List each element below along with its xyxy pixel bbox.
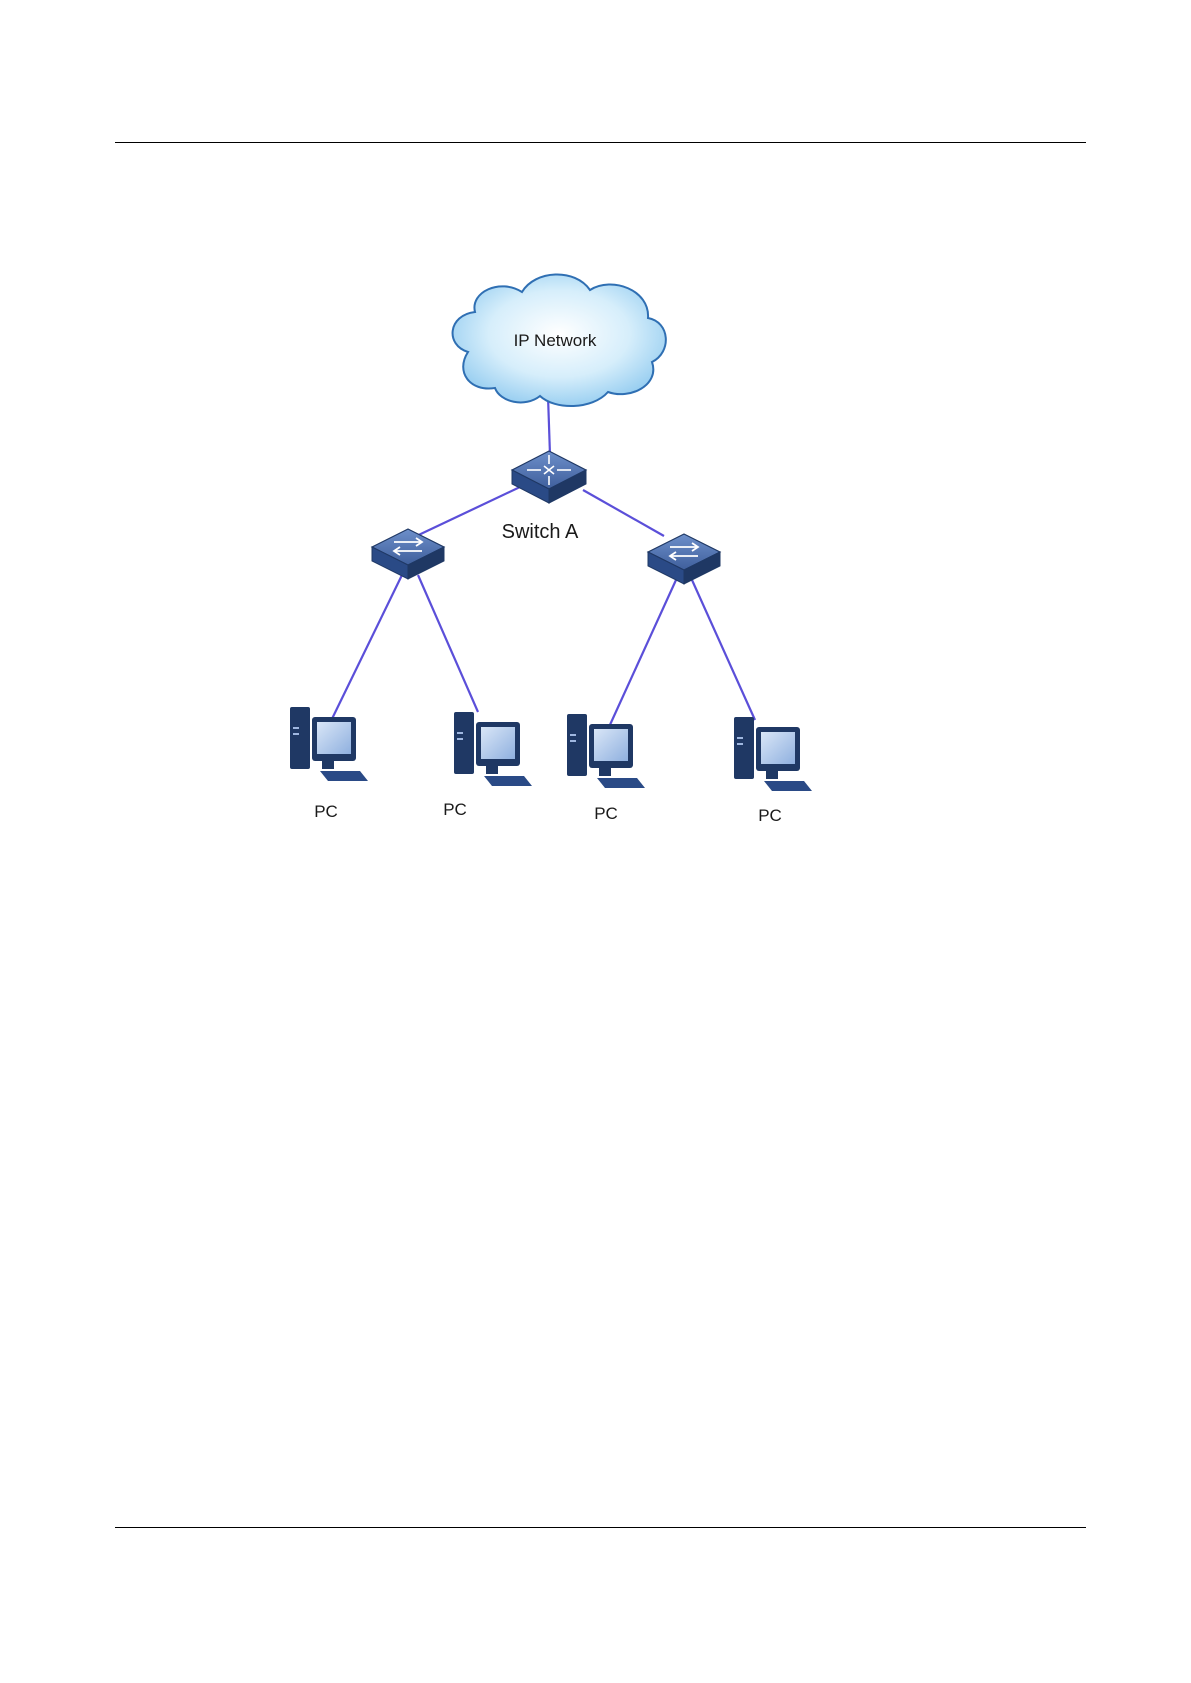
link-switchleft-pc2 xyxy=(418,575,478,712)
pc-1-label: PC xyxy=(314,802,338,821)
access-switch-right-icon xyxy=(648,534,720,584)
pc-3-label: PC xyxy=(594,804,618,823)
link-cloud-core xyxy=(548,396,550,455)
link-switchright-pc4 xyxy=(692,580,755,720)
pc-1-icon xyxy=(290,707,368,781)
core-switch-label: Switch A xyxy=(502,521,579,543)
access-switch-left-icon xyxy=(372,529,444,579)
pc-3-icon xyxy=(567,714,645,788)
pc-4-icon xyxy=(734,717,812,791)
core-switch-icon xyxy=(512,451,586,503)
link-switchleft-pc1 xyxy=(329,575,402,725)
pc-4-label: PC xyxy=(758,806,782,825)
cloud-label: IP Network xyxy=(514,331,597,350)
link-switchright-pc3 xyxy=(609,580,676,727)
link-core-switch-right xyxy=(583,490,664,536)
pc-2-icon xyxy=(454,712,532,786)
pc-2-label: PC xyxy=(443,800,467,819)
